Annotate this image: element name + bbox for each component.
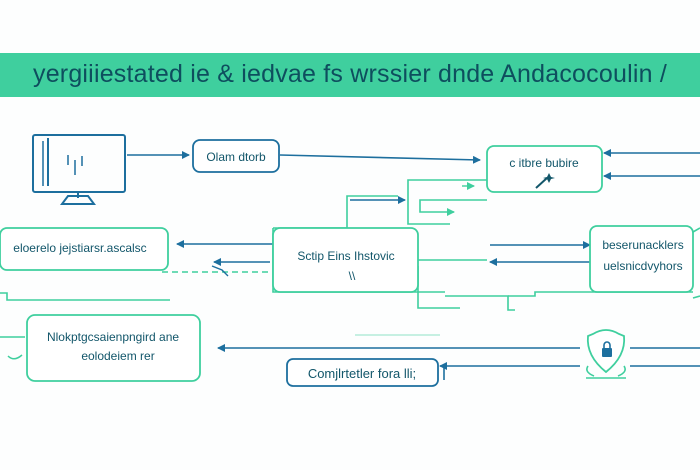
title-banner: yergiiiestated ie & iedvae fs wrssier dn… xyxy=(0,53,700,97)
node-center-label-2: \\ xyxy=(349,269,356,283)
banner-title: yergiiiestated ie & iedvae fs wrssier dn… xyxy=(33,60,667,88)
node-right-box xyxy=(589,225,694,293)
node-right-label-2: uelsnicdvyhors xyxy=(603,259,682,273)
shield-lock-icon xyxy=(586,329,626,379)
node-left-bottom-label-2: eolodeiem rer xyxy=(81,349,154,363)
magic-pointer-icon xyxy=(535,173,555,189)
node-left-bottom-box xyxy=(26,314,201,382)
node-cithre-box xyxy=(486,145,603,193)
node-left-bottom-label-1: Nlokptgcsaienpngird ane xyxy=(47,330,179,344)
node-olam-label: Olam dtorb xyxy=(206,150,266,164)
node-cithre-label: c itbre bubire xyxy=(509,156,579,170)
monitor-icon xyxy=(32,134,126,205)
node-left-top-label: eloerelo jejstiarsr.ascalsc xyxy=(13,241,146,255)
node-right-label-1: beserunacklers xyxy=(602,238,683,252)
node-olam-box xyxy=(192,139,280,173)
node-bottom-label: Comjlrtetler fora lli; xyxy=(308,366,416,381)
node-left-top-box xyxy=(0,227,169,271)
node-bottom-box xyxy=(286,358,439,387)
node-center-label-1: Sctip Eins Ihstovic xyxy=(297,249,394,263)
node-center-box xyxy=(272,227,419,293)
